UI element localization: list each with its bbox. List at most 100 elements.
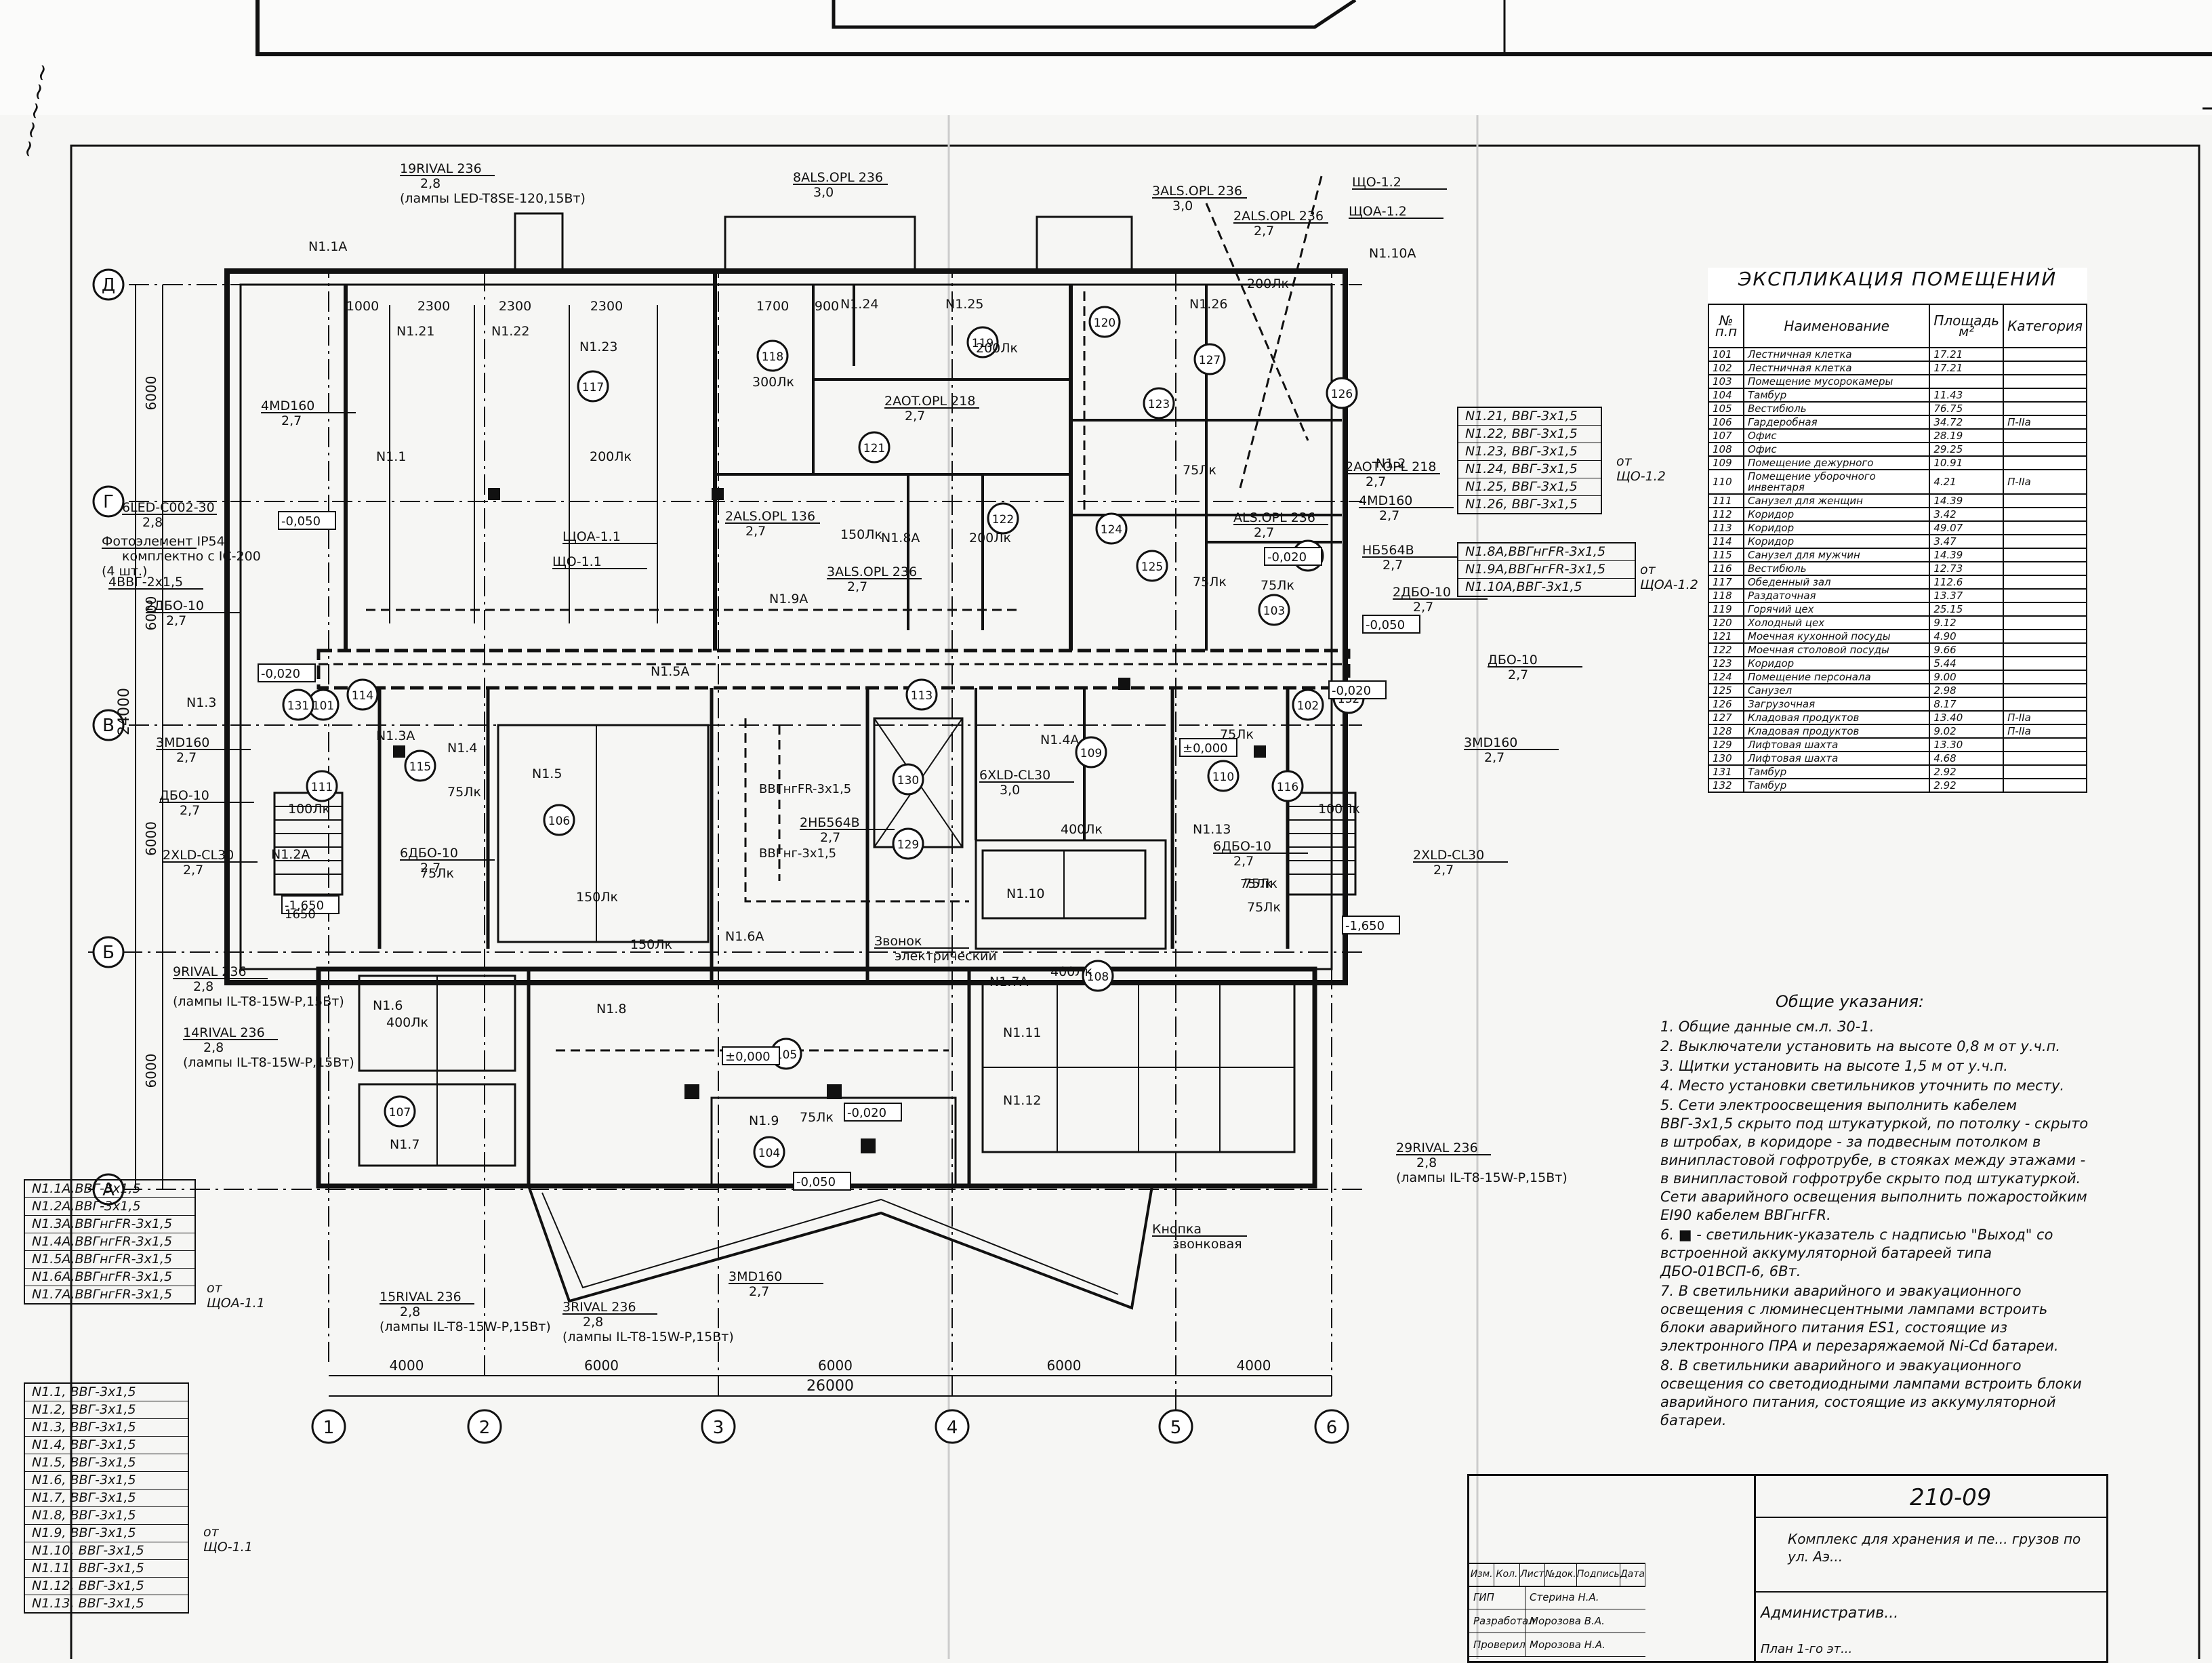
axis-letter: А xyxy=(102,1180,115,1200)
room-number: 104 xyxy=(758,1147,780,1160)
table-cell: 2.92 xyxy=(1929,764,2005,779)
circuit-group-label: N1.6А xyxy=(725,929,764,944)
table-cell: Моечная столовой посуды xyxy=(1742,642,1931,657)
table-cell xyxy=(2003,656,2087,671)
table-cell: 13.30 xyxy=(1929,737,2005,752)
elevation-mark: -0,050 xyxy=(1366,618,1405,632)
legend-row: N1.13, ВВГ-3х1,5 xyxy=(32,1596,144,1611)
legend-row: N1.25, ВВГ-3х1,5 xyxy=(1458,478,1601,496)
table-cell: Коридор xyxy=(1742,534,1931,549)
illuminance-label: 75Лк xyxy=(1183,463,1216,478)
circuit-group-label: N1.3А xyxy=(376,728,415,743)
room-number: 118 xyxy=(762,350,783,364)
elevation-box xyxy=(258,663,316,682)
axis-letter: Г xyxy=(103,492,114,512)
table-cell: 14.39 xyxy=(1929,548,2005,562)
elevation-box xyxy=(1328,680,1387,699)
table-cell: Раздаточная xyxy=(1742,588,1931,603)
table-cell: 121 xyxy=(1708,629,1744,644)
callout-c30: (лампы IL-T8-15W-P,15Вт) xyxy=(1396,1170,1568,1185)
room-number-circle xyxy=(1193,343,1226,375)
table-cell: 113 xyxy=(1708,520,1744,535)
circuit-group-label: N1.22 xyxy=(491,324,530,339)
explication-title: ЭКСПЛИКАЦИЯ ПОМЕЩЕНИЙ xyxy=(1738,268,2057,290)
room-number-circle xyxy=(1075,736,1107,768)
title-block: 210-09 Комплекс для хранения и пе... гру… xyxy=(1467,1474,2108,1663)
table-cell: 114 xyxy=(1708,534,1744,549)
callout-c10: 4ВВГ-2х1,5 xyxy=(108,575,183,590)
callout-c37: 2,7 xyxy=(1233,854,1254,869)
table-cell: 115 xyxy=(1708,548,1744,562)
table-cell: 101 xyxy=(1708,347,1744,362)
table-cell: Лестничная клетка xyxy=(1742,361,1931,375)
dimension-label: 2300 xyxy=(499,299,531,314)
table-cell: 10.91 xyxy=(1929,455,2005,470)
legend-row: N1.3, ВВГ-3х1,5 xyxy=(25,1419,188,1437)
dimension-total: 24000 xyxy=(116,688,133,735)
legend-row: N1.8, ВВГ-3х1,5 xyxy=(25,1507,188,1525)
callout-c29: 2,8 xyxy=(203,1040,224,1055)
callout-c7: 2,7 xyxy=(281,413,302,428)
fixture-symbols xyxy=(393,488,1266,1153)
elevation-box xyxy=(844,1103,902,1122)
grid-axes xyxy=(88,271,1362,1410)
table-cell: 13.37 xyxy=(1929,588,2005,603)
callout-c34: 3,0 xyxy=(1000,783,1020,798)
callout-c23: 3MD160 xyxy=(156,735,209,750)
annotation: ВВГнг-3х1,5 xyxy=(759,846,836,861)
callout-c21: 2,7 xyxy=(1413,600,1433,615)
legend-row: N1.7А,ВВГнгFR-3х1,5 xyxy=(32,1287,173,1302)
callout-c33: 2,7 xyxy=(749,1284,769,1299)
table-cell: Санузел для мужчин xyxy=(1742,548,1931,562)
table-cell: Лифтовая шахта xyxy=(1742,737,1931,752)
room-number-circle xyxy=(1292,689,1324,721)
signatory-role: Проверил xyxy=(1469,1633,1525,1656)
title-block-column: №док. xyxy=(1545,1564,1577,1586)
table-cell xyxy=(2003,778,2087,793)
callout-c36: 6ДБО-10 xyxy=(400,846,458,861)
elevation-box xyxy=(722,1046,780,1065)
table-cell: Горячий цех xyxy=(1742,602,1931,617)
axis-number: 2 xyxy=(479,1418,491,1438)
room-number-circle xyxy=(892,827,924,860)
illuminance-label: 150Лк xyxy=(840,527,882,542)
room-number: 106 xyxy=(548,815,570,828)
table-cell: 111 xyxy=(1708,493,1744,508)
room-number: 121 xyxy=(863,442,885,455)
legend-row: N1.7, ВВГ-3х1,5 xyxy=(25,1490,188,1507)
note-item: 5. Сети электроосвещения выполнить кабел… xyxy=(1660,1097,2089,1223)
annotation: ВВГнгFR-3х1,5 xyxy=(759,782,851,796)
room-number-circle xyxy=(1143,387,1175,419)
room-number: 117 xyxy=(582,381,604,394)
illuminance-label: 400Лк xyxy=(1061,822,1103,837)
table-cell: 9.00 xyxy=(1929,670,2005,684)
table-cell: Лифтовая шахта xyxy=(1742,751,1931,766)
notes-title: Общие указания: xyxy=(1776,992,1924,1011)
callout-c24: 3MD160 xyxy=(1464,735,1517,750)
table-cell: П-IIа xyxy=(2003,469,2087,495)
table-cell: 132 xyxy=(1708,778,1744,793)
dimension-label: 2300 xyxy=(590,299,623,314)
room-number: 105 xyxy=(775,1048,797,1062)
room-number-circle xyxy=(858,431,890,464)
room-number: 114 xyxy=(352,689,373,703)
table-cell: 34.72 xyxy=(1929,415,2005,430)
room-number-circle xyxy=(987,502,1019,535)
room-number-markers: 1171181191201211221231241251261271281291… xyxy=(282,306,1365,1168)
legend-row: N1.24, ВВГ-3х1,5 xyxy=(1458,461,1601,478)
callout-c32: 2,8 xyxy=(583,1315,603,1330)
table-cell: 126 xyxy=(1708,697,1744,712)
room-number-circle xyxy=(1326,377,1358,409)
legend-row: N1.21, ВВГ-3х1,5 xyxy=(1458,408,1601,426)
